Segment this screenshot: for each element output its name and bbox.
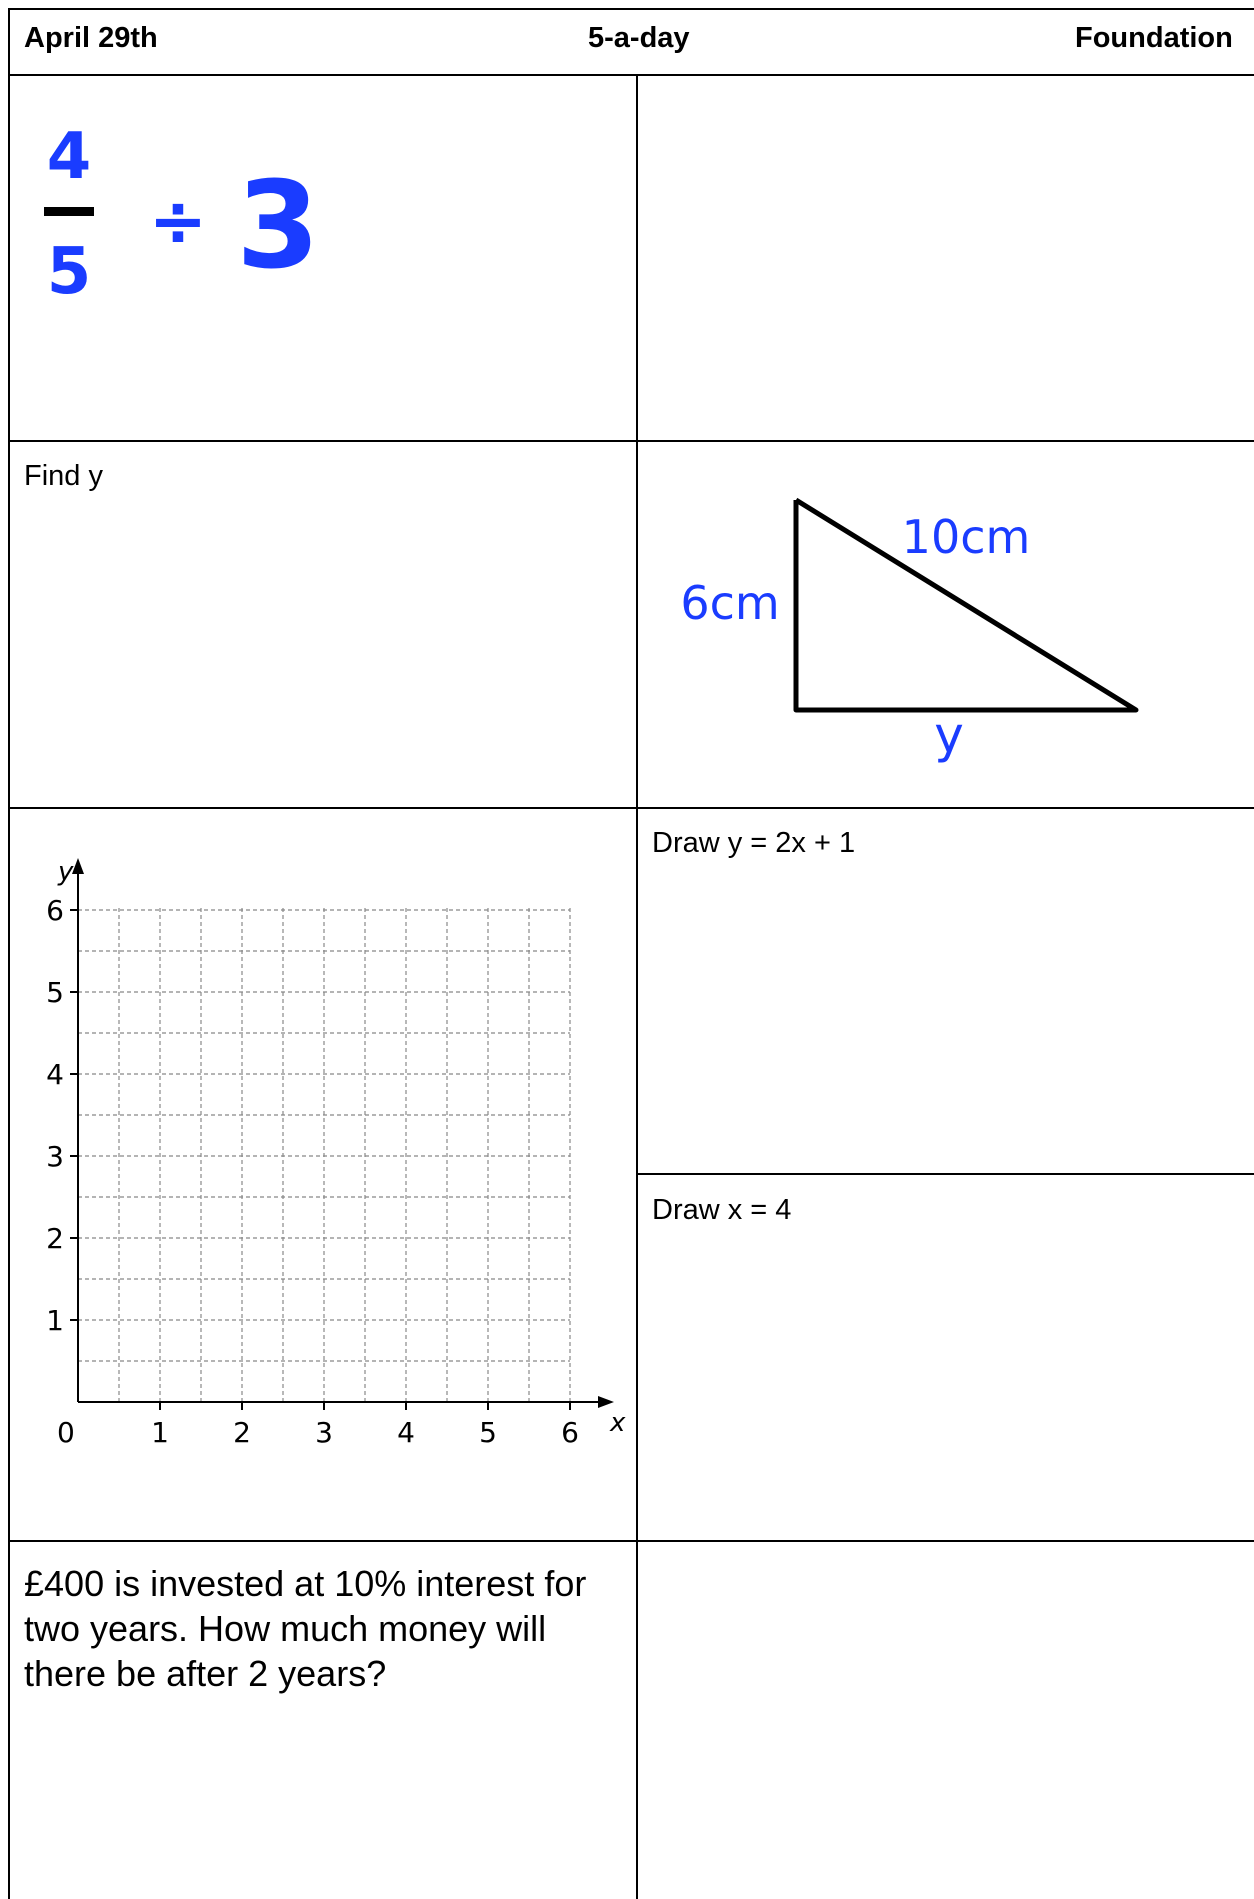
x-tick-label: 5	[479, 1416, 497, 1448]
origin-label: 0	[57, 1416, 75, 1448]
row-divider-2	[8, 807, 1254, 809]
y-axis-arrow	[72, 858, 84, 874]
header-title: 5-a-day	[588, 22, 690, 54]
border-left	[8, 8, 10, 1899]
find-y-prompt: Find y	[24, 460, 103, 492]
interest-question: £400 is invested at 10% interest for two…	[24, 1563, 587, 1694]
side-label-vertical: 6cm	[680, 576, 779, 630]
x-tick-label: 1	[151, 1416, 169, 1448]
border-top	[8, 8, 1254, 10]
x-tick-label: 3	[315, 1416, 333, 1448]
y-tick-label: 1	[46, 1304, 64, 1337]
side-label-base: y	[934, 706, 964, 764]
column-divider	[636, 74, 638, 1899]
fraction-numerator: 4	[47, 120, 92, 194]
right-triangle-diagram: 6cm 10cm y	[680, 497, 1139, 764]
y-tick-label: 4	[46, 1058, 64, 1091]
row-divider-1	[8, 440, 1254, 442]
fraction-denominator: 5	[47, 235, 92, 308]
row-divider-3-right	[636, 1173, 1254, 1175]
side-label-hypotenuse: 10cm	[902, 510, 1031, 564]
y-tick-label: 3	[46, 1140, 64, 1173]
fraction-division: 4 5 ÷ 3	[44, 120, 320, 308]
tick-labels: 1 2 3 4 5 6 1 2 3 4 5 6	[46, 894, 579, 1448]
division-sign: ÷	[149, 180, 208, 262]
x-axis-arrow	[598, 1396, 614, 1408]
divisor: 3	[236, 157, 320, 296]
y-tick-label: 6	[46, 894, 64, 927]
x-tick-label: 6	[561, 1416, 579, 1448]
y-axis-label: y	[57, 857, 74, 887]
worksheet: April 29th 5-a-day Foundation 4 5 ÷ 3 Fi…	[8, 8, 1254, 1899]
row-divider-4	[8, 1540, 1254, 1542]
grid-lines	[78, 905, 571, 1402]
draw-line-prompt-b: Draw x = 4	[652, 1194, 792, 1226]
header-divider	[8, 74, 1254, 76]
header-level: Foundation	[1075, 22, 1233, 54]
coordinate-grid[interactable]: y x 0 1 2 3 4 5 6 1 2 3 4 5 6	[16, 848, 636, 1448]
fraction-bar	[44, 207, 94, 216]
triangle-outline	[793, 497, 1139, 713]
x-tick-label: 4	[397, 1416, 415, 1448]
y-tick-label: 5	[46, 976, 64, 1009]
x-tick-label: 2	[233, 1416, 251, 1448]
header-date: April 29th	[24, 22, 158, 54]
y-tick-label: 2	[46, 1222, 64, 1255]
draw-line-prompt-a: Draw y = 2x + 1	[652, 827, 856, 859]
x-axis-label: x	[609, 1408, 626, 1438]
